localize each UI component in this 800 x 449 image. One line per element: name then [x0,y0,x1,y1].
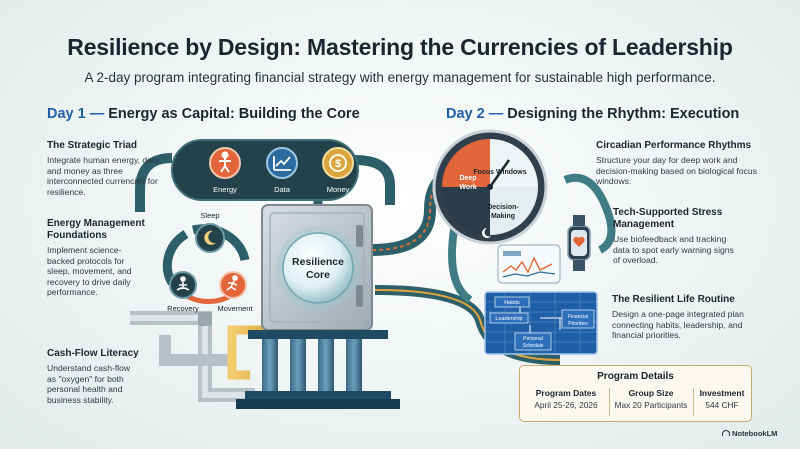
circadian-clock-graphic: Focus Windows Deep Work Decision- Making [432,129,548,245]
day1-block-triad: The Strategic Triad Integrate human ener… [47,140,165,197]
clock-label-making: Making [491,213,515,220]
day2-block-body: Structure your day for deep work and dec… [596,155,757,187]
plan-label-schedule: Schedule [523,343,544,349]
day2-title: Designing the Rhythm: Execution [507,106,740,122]
page-title: Resilience by Design: Mastering the Curr… [67,34,733,60]
day1-block-body: Integrate human energy, data, and money … [47,155,162,197]
plan-label-personal: Personal [523,336,543,342]
moon-icon [204,230,216,245]
day2-heading: Day 2 — Designing the Rhythm: Execution [446,106,739,122]
detail-value: 544 CHF [705,400,739,410]
core-label-line2: Core [306,269,330,281]
detail-value: Max 20 Participants [614,400,688,410]
day1-block-energy: Energy Management Foundations Implement … [47,218,147,298]
biofeedback-graphic [497,215,591,284]
cycle-label-movement: Movement [217,304,253,313]
detail-investment: Investment 544 CHF [694,388,750,410]
resilience-core-orb: Resilience Core [276,226,360,310]
day1-title: Energy as Capital: Building the Core [108,106,360,122]
triad-label-energy: Energy [213,185,237,194]
notebooklm-logo-icon [722,430,730,436]
cycle-label-sleep: Sleep [200,211,219,220]
svg-text:$: $ [335,158,341,170]
core-label-line1: Resilience [292,256,344,268]
clock-label-work: Work [459,184,476,191]
running-icon [226,275,238,291]
day2-block-heading: The Resilient Life Routine [612,294,735,305]
money-icon: $ [329,154,347,172]
detail-dates: Program Dates April 25-26, 2026 [524,388,608,410]
day2-block-heading: Tech-Supported Stress Management [613,207,723,230]
clock-label-deep: Deep [459,175,476,182]
data-chart-icon [273,156,291,171]
detail-label: Investment [699,388,745,398]
brand-mark: NotebookLM [722,429,777,438]
day1-block-heading: Energy Management Foundations [47,218,145,241]
page-subtitle: A 2-day program integrating financial st… [84,70,716,85]
day1-block-heading: Cash-Flow Literacy [47,348,139,359]
clock-label-decision: Decision- [487,204,519,211]
clock-label-focus: Focus Windows [473,169,526,176]
plan-label-priorities: Priorities [568,321,588,327]
plan-label-leadership: Leadership [495,316,522,322]
energy-cycle-graphic: Sleep Recovery Movement [162,211,253,313]
columns-graphic [236,330,400,409]
day2-block-routine: The Resilient Life Routine Design a one-… [612,294,762,341]
detail-value: April 25-26, 2026 [534,400,598,410]
strategic-triad-graphic: $ Energy Data Money [171,139,359,201]
triad-label-data: Data [274,185,291,194]
grey-pipes [130,311,255,402]
day2-block-stress: Tech-Supported Stress Management Use bio… [613,207,743,266]
life-routine-plan-graphic: Habits Leadership Financial Priorities P… [484,291,598,355]
day1-block-cashflow: Cash-Flow Literacy Understand cash-flow … [47,348,139,405]
clock-moon-icon [482,228,491,239]
day1-number: Day 1 — [47,106,105,122]
program-details-heading: Program Details [597,371,674,382]
day1-heading: Day 1 — Energy as Capital: Building the … [47,106,360,122]
heart-icon [573,236,585,247]
detail-group-size: Group Size Max 20 Participants [610,388,692,410]
day1-block-body: Implement science-backed protocols for s… [47,245,132,298]
energy-icon [219,151,231,173]
cycle-label-recovery: Recovery [167,304,199,313]
day2-block-body: Design a one-page integrated plan connec… [612,309,744,341]
day1-block-heading: The Strategic Triad [47,140,138,151]
day2-block-heading: Circadian Performance Rhythms [596,140,752,151]
day1-block-body: Understand cash-flow as "oxygen" for bot… [47,363,131,405]
meditation-icon [176,276,190,291]
plan-label-financial: Financial [568,314,588,320]
detail-divider [609,388,610,416]
brand-name: NotebookLM [732,429,778,438]
day2-block-body: Use biofeedback and tracking data to spo… [613,234,734,266]
detail-divider [693,388,694,416]
triad-label-money: Money [327,185,350,194]
day2-number: Day 2 — [446,106,504,122]
day2-block-circadian: Circadian Performance Rhythms Structure … [596,140,766,187]
detail-label: Program Dates [535,388,597,398]
detail-label: Group Size [628,388,674,398]
plan-label-habits: Habits [504,300,520,306]
program-details-box: Program Details Program Dates April 25-2… [519,365,752,422]
